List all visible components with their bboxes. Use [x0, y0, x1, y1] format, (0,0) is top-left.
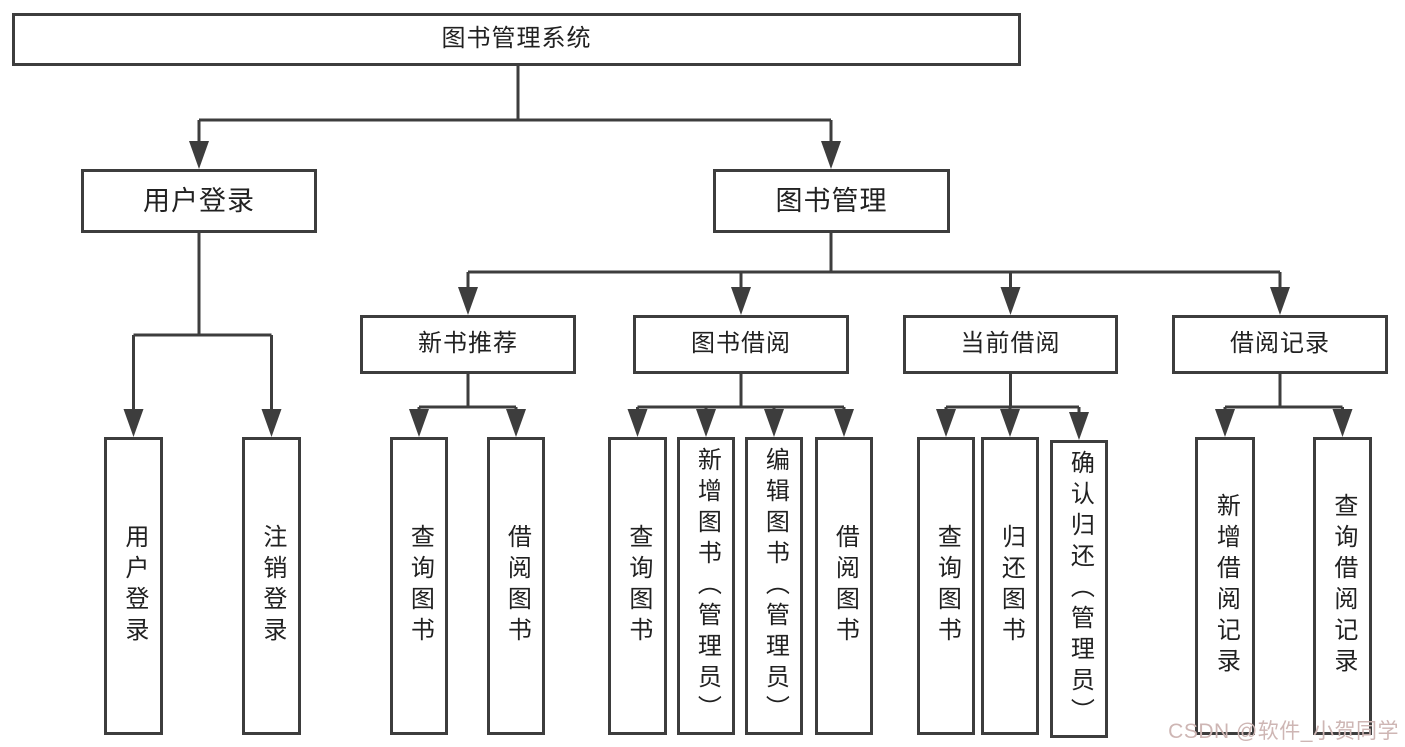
arrowhead-down-icon	[834, 409, 854, 437]
arrowhead-down-icon	[731, 287, 751, 315]
node-borrow-records: 借阅记录	[1172, 315, 1388, 374]
arrowheads-layer	[123, 141, 1353, 440]
leaf-logout: 注销登录	[242, 437, 301, 735]
leaf-borrow-add-books-admin: 新增图书（管理员）	[677, 437, 735, 735]
arrowhead-down-icon	[261, 409, 282, 437]
leaf-user-login: 用户登录	[104, 437, 163, 735]
arrowhead-down-icon	[506, 409, 526, 437]
node-book-borrow: 图书借阅	[633, 315, 849, 374]
node-root-book-management-system: 图书管理系统	[12, 13, 1021, 66]
node-current-borrow: 当前借阅	[903, 315, 1118, 374]
leaf-records-query-borrow-record: 查询借阅记录	[1313, 437, 1372, 735]
leaf-current-return-books: 归还图书	[981, 437, 1039, 735]
connector-root-to-level2	[197, 66, 833, 143]
leaf-borrow-edit-books-admin: 编辑图书（管理员）	[745, 437, 803, 735]
arrowhead-down-icon	[696, 409, 716, 437]
arrowhead-down-icon	[1000, 409, 1020, 437]
arrowhead-down-icon	[409, 409, 429, 437]
node-book-management: 图书管理	[713, 169, 950, 233]
arrowhead-down-icon	[123, 409, 144, 437]
leaf-newbook-borrow-books: 借阅图书	[487, 437, 545, 735]
csdn-watermark: CSDN @软件_小贺同学	[1168, 720, 1399, 743]
connector-new-book-to-leaves	[417, 374, 518, 411]
leaf-borrow-query-books: 查询图书	[608, 437, 667, 735]
connector-book-management-to-level3	[466, 233, 1282, 289]
leaf-records-add-borrow-record: 新增借阅记录	[1195, 437, 1255, 735]
arrowhead-down-icon	[627, 409, 648, 437]
leaf-borrow-borrow-books: 借阅图书	[815, 437, 873, 735]
connector-current-borrow-to-leaves	[944, 374, 1081, 414]
node-new-book-recommend: 新书推荐	[360, 315, 576, 374]
arrowhead-down-icon	[1270, 287, 1290, 315]
arrowhead-down-icon	[1332, 409, 1353, 437]
arrowhead-down-icon	[1069, 412, 1089, 440]
node-user-login: 用户登录	[81, 169, 317, 233]
leaf-current-confirm-return-admin: 确认归还（管理员）	[1050, 440, 1108, 738]
connector-user-login-to-leaves	[132, 233, 273, 411]
arrowhead-down-icon	[821, 141, 841, 169]
arrowhead-down-icon	[189, 141, 209, 169]
leaf-newbook-query-books: 查询图书	[390, 437, 448, 735]
arrowhead-down-icon	[1000, 287, 1021, 315]
arrowhead-down-icon	[458, 287, 478, 315]
arrowhead-down-icon	[1215, 409, 1235, 437]
arrowhead-down-icon	[936, 409, 956, 437]
leaf-current-query-books: 查询图书	[917, 437, 975, 735]
connector-book-borrow-to-leaves	[636, 374, 846, 411]
connector-borrow-records-to-leaves	[1223, 374, 1344, 411]
arrowhead-down-icon	[764, 409, 784, 437]
